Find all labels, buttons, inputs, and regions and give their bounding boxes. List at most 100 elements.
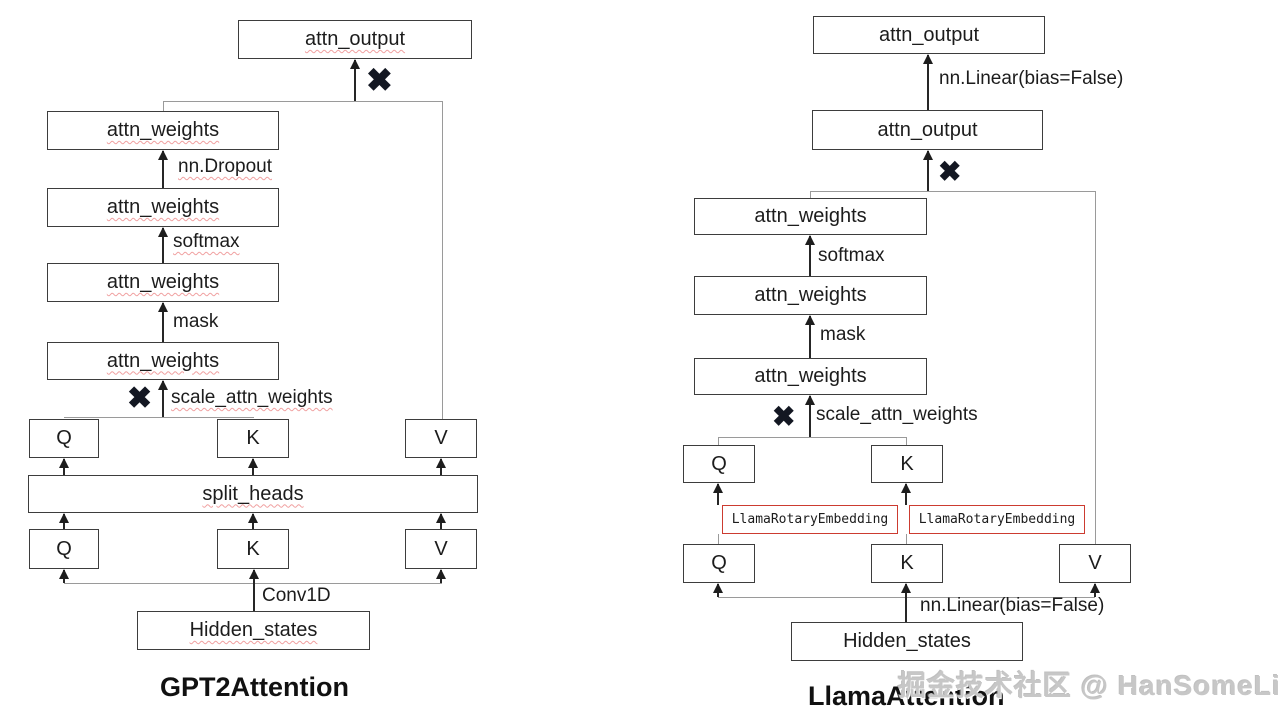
- llama-rotary-embedding-label-k: LlamaRotaryEmbedding: [918, 512, 1076, 527]
- gpt2-k-box-upper: K: [217, 419, 289, 458]
- gpt2-attn-weights-box-3: attn_weights: [47, 263, 279, 302]
- llama-k2-arrowhead-icon: [901, 583, 911, 593]
- gpt2-hidden-states-box: Hidden_states: [137, 611, 370, 650]
- gpt2-k1-arrowhead-icon: [248, 458, 258, 468]
- llama-v-bypass-line: [1095, 191, 1096, 544]
- gpt2-softmax-arrow-line: [162, 228, 164, 263]
- llama-attn-output-label-2: attn_output: [877, 118, 978, 141]
- llama-linear-bottom-edge-label: nn.Linear(bias=False): [920, 595, 1105, 616]
- gpt2-q-label-lower: Q: [56, 537, 72, 560]
- gpt2-attn-weights-label-2: attn_weights: [106, 196, 220, 218]
- gpt2-v-box-lower: V: [405, 529, 477, 569]
- llama-rotary-embedding-label-q: LlamaRotaryEmbedding: [731, 512, 889, 527]
- gpt2-v1-arrowhead-icon: [436, 458, 446, 468]
- gpt2-k-box-lower: K: [217, 529, 289, 569]
- gpt2-dropout-edge-label: nn.Dropout: [178, 156, 273, 177]
- gpt2-v-bypass-line: [442, 101, 443, 419]
- gpt2-scale-arrowhead-icon: [158, 380, 168, 390]
- gpt2-q-label-upper: Q: [56, 427, 72, 449]
- gpt2-qk-bracket-line: [64, 417, 254, 418]
- llama-top-bracket-stub: [810, 191, 811, 198]
- gpt2-mask-arrowhead-icon: [158, 302, 168, 312]
- llama-attn-weights-label-2: attn_weights: [754, 284, 867, 306]
- llama-k-label-lower: K: [900, 552, 914, 574]
- gpt2-hidden-states-label: Hidden_states: [189, 619, 318, 641]
- gpt2-split-heads-box: split_heads: [28, 475, 478, 513]
- llama-hidden-states-label: Hidden_states: [843, 630, 971, 652]
- gpt2-attn-output-label: attn_output: [304, 28, 406, 50]
- llama-rotary-embedding-box-q: LlamaRotaryEmbedding: [722, 505, 898, 534]
- gpt2-q1-arrowhead-icon: [59, 458, 69, 468]
- gpt2-split-arrowhead-q-icon: [59, 513, 69, 523]
- gpt2-v-box-upper: V: [405, 419, 477, 458]
- llama-rotary-k-arrowhead-icon: [901, 483, 911, 493]
- llama-attn-weights-box-3: attn_weights: [694, 358, 927, 395]
- llama-k-label-upper: K: [900, 452, 914, 475]
- gpt2-k-label-upper: K: [246, 427, 260, 449]
- llama-attn-weights-box-1: attn_weights: [694, 198, 927, 235]
- llama-linear-top-arrowhead-icon: [923, 54, 933, 64]
- gpt2-conv1d-arrow-line: [253, 570, 255, 611]
- gpt2-scale-arrow-line: [162, 381, 164, 417]
- llama-v-box-lower: V: [1059, 544, 1131, 583]
- llama-rotary-k-arrow-line: [905, 484, 907, 505]
- llama-qk-bracket-stub-q: [718, 437, 719, 445]
- gpt2-mask-arrow-line: [162, 303, 164, 342]
- llama-linear-top-edge-label: nn.Linear(bias=False): [939, 68, 1124, 89]
- llama-attn-output-box-2: attn_output: [812, 110, 1043, 150]
- llama-attn-weights-box-2: attn_weights: [694, 276, 927, 315]
- gpt2-conv1d-edge-label: Conv1D: [262, 585, 331, 606]
- gpt2-dropout-arrowhead-icon: [158, 150, 168, 160]
- llama-q-box-upper: Q: [683, 445, 755, 483]
- gpt2-split-arrowhead-v-icon: [436, 513, 446, 523]
- llama-q-label-upper: Q: [711, 452, 727, 475]
- gpt2-softmax-arrowhead-icon: [158, 227, 168, 237]
- llama-k2-arrow-line: [905, 584, 907, 622]
- llama-rotary-q-arrowhead-icon: [713, 483, 723, 493]
- llama-multiply-top-icon: ✖: [938, 156, 962, 187]
- llama-attn-output-arrow-line: [927, 151, 929, 191]
- gpt2-attn-weights-box-2: attn_weights: [47, 188, 279, 227]
- llama-k-box-lower: K: [871, 544, 943, 583]
- gpt2-multiply-scale-icon: ✖: [127, 382, 153, 415]
- llama-v2-arrowhead-icon: [1090, 583, 1100, 593]
- llama-linear-top-arrow-line: [927, 55, 929, 110]
- gpt2-attn-output-arrowhead-icon: [350, 59, 360, 69]
- gpt2-k-label-lower: K: [246, 537, 260, 560]
- gpt2-top-bracket-line: [163, 101, 442, 102]
- llama-title: LlamaAttention: [808, 681, 1005, 711]
- llama-softmax-edge-label: softmax: [818, 245, 885, 266]
- gpt2-v-label-upper: V: [434, 427, 448, 449]
- llama-attn-weights-label-3: attn_weights: [754, 365, 867, 387]
- gpt2-split-arrowhead-k-icon: [248, 513, 258, 523]
- llama-softmax-arrow-line: [809, 236, 811, 276]
- gpt2-v-label-lower: V: [434, 537, 448, 560]
- llama-mask-arrowhead-icon: [805, 315, 815, 325]
- gpt2-split-heads-label: split_heads: [202, 482, 304, 505]
- llama-mask-arrow-line: [809, 316, 811, 358]
- llama-q2-arrowhead-icon: [713, 583, 723, 593]
- llama-mask-edge-label: mask: [820, 324, 866, 345]
- llama-q-label-lower: Q: [711, 552, 727, 574]
- llama-multiply-scale-icon: ✖: [772, 401, 796, 432]
- llama-scale-arrowhead-icon: [805, 395, 815, 405]
- gpt2-title: GPT2Attention: [160, 672, 349, 702]
- gpt2-q2-arrowhead-icon: [59, 569, 69, 579]
- llama-qk-bracket-stub-k: [906, 437, 907, 445]
- gpt2-attn-output-box: attn_output: [238, 20, 472, 59]
- gpt2-multiply-top-icon: ✖: [366, 62, 393, 98]
- gpt2-q-box-upper: Q: [29, 419, 99, 458]
- llama-attn-weights-label-1: attn_weights: [754, 205, 867, 227]
- gpt2-attn-weights-box-4: attn_weights: [47, 342, 279, 380]
- llama-scale-arrow-line: [809, 396, 811, 437]
- llama-rotary-q-lower-line: [718, 534, 719, 544]
- llama-scale-edge-label: scale_attn_weights: [816, 404, 978, 425]
- llama-hidden-states-box: Hidden_states: [791, 622, 1023, 661]
- llama-v-label-lower: V: [1088, 552, 1102, 574]
- llama-top-bracket-line: [810, 191, 1095, 192]
- gpt2-conv1d-arrowhead-icon: [249, 569, 259, 579]
- gpt2-attn-output-arrow-line: [354, 60, 356, 101]
- gpt2-top-bracket-stub: [163, 101, 164, 111]
- gpt2-softmax-edge-label: softmax: [173, 231, 240, 252]
